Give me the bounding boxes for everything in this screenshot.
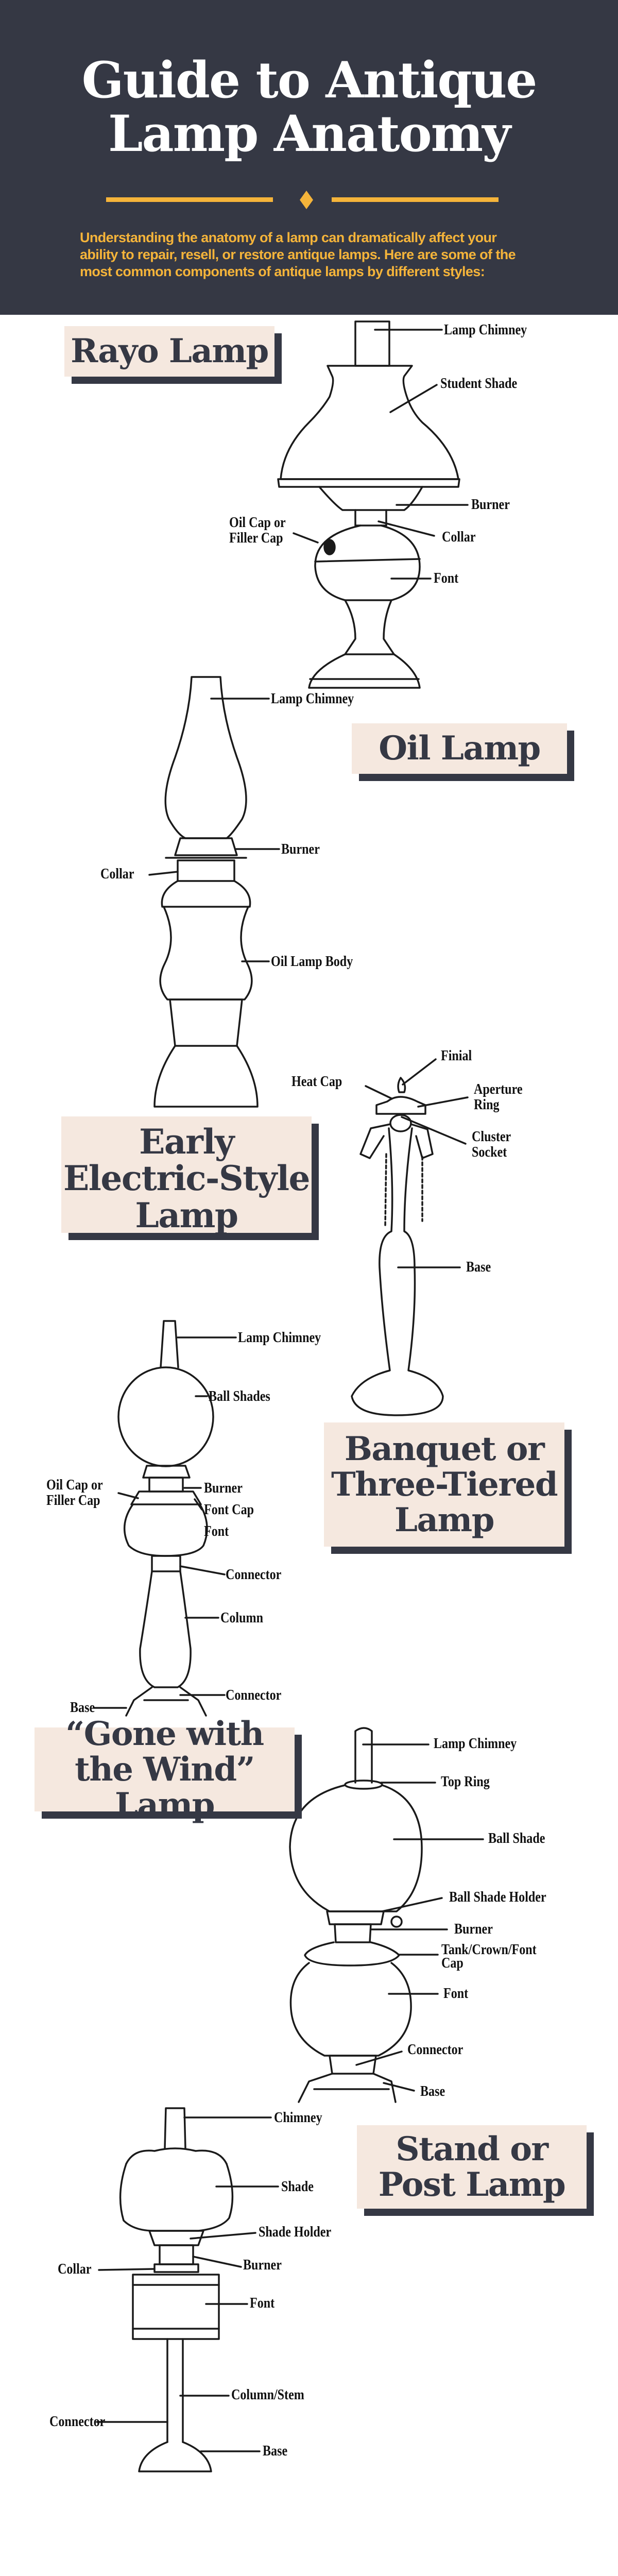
label-burner: Burner [204,1480,243,1496]
label-column-stem: Column/Stem [231,2387,304,2403]
label-connector-upper: Connector [226,1567,282,1583]
label-collar: Collar [58,2261,92,2277]
label-lamp-chimney: Lamp Chimney [271,691,354,707]
intro-text: Understanding the anatomy of a lamp can … [80,230,516,279]
title-early-electric-lamp: Early Electric-Style Lamp [61,1116,312,1233]
label-collar: Collar [442,529,476,545]
label-lamp-chimney: Lamp Chimney [444,322,527,338]
rayo-lamp-drawing [277,320,469,689]
label-font-cap: Font Cap [204,1502,254,1518]
label-font: Font [204,1523,229,1539]
electric-lamp-drawing [351,1058,469,1416]
label-ball-shades: Ball Shades [209,1388,270,1404]
gwtw-lamp-drawing [289,1727,484,2103]
label-lamp-chimney: Lamp Chimney [238,1330,321,1346]
label-student-shade: Student Shade [440,376,518,392]
divider-right [332,197,499,202]
label-shade-holder: Shade Holder [259,2224,332,2240]
label-finial: Finial [441,1048,472,1064]
label-base: Base [70,1700,95,1716]
label-font: Font [250,2295,275,2311]
label-aperture-ring: Aperture Ring [474,1081,523,1113]
label-ball-shade-holder: Ball Shade Holder [449,1889,546,1905]
label-burner: Burner [281,841,320,857]
label-shade: Shade [281,2179,314,2195]
stand-lamp-drawing [96,2107,279,2472]
label-burner: Burner [243,2257,282,2273]
label-base: Base [466,1259,491,1275]
label-tank-crown-font-cap: Tank/Crown/Font Cap [441,1942,537,1971]
label-font: Font [434,570,459,586]
label-connector-lower: Connector [226,1687,282,1703]
label-base: Base [420,2083,445,2099]
label-burner: Burner [471,497,510,513]
title-rayo-lamp: Rayo Lamp [64,326,274,377]
banquet-lamp-drawing [93,1320,237,1717]
label-column: Column [220,1610,263,1626]
label-oil-cap: Oil Cap or Filler Cap [229,515,286,546]
label-oil-cap: Oil Cap or Filler Cap [46,1477,103,1509]
label-burner: Burner [454,1921,493,1937]
header-banner: Guide to Antique Lamp Anatomy Understand… [0,0,618,315]
label-heat-cap: Heat Cap [291,1074,342,1090]
label-cluster-socket: Cluster Socket [472,1129,511,1160]
oil-lamp-drawing [148,676,280,1108]
label-font: Font [443,1986,469,2002]
label-chimney: Chimney [274,2110,322,2126]
divider-left [106,197,273,202]
title-oil-lamp: Oil Lamp [352,723,567,774]
label-connector: Connector [49,2414,106,2430]
label-base: Base [263,2443,288,2459]
label-lamp-chimney: Lamp Chimney [434,1736,517,1752]
label-ball-shade: Ball Shade [488,1831,545,1846]
label-collar: Collar [100,866,134,882]
label-top-ring: Top Ring [441,1774,490,1790]
title-stand-lamp: Stand or Post Lamp [357,2125,587,2209]
title-banquet-lamp: Banquet or Three-Tiered Lamp [324,1422,564,1547]
label-connector: Connector [407,2042,464,2058]
label-oil-lamp-body: Oil Lamp Body [271,954,353,970]
page-title-line-2: Lamp Anatomy [108,105,511,163]
page-title-line-1: Guide to Antique [81,51,538,109]
